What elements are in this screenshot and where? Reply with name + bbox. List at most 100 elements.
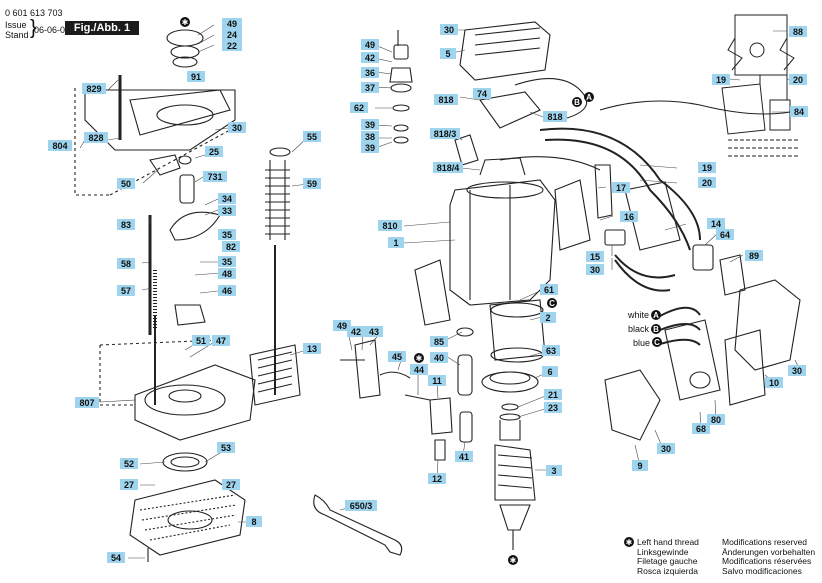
svg-text:30: 30 <box>444 25 454 35</box>
callout-38: 38 <box>361 131 379 142</box>
callout-68: 68 <box>692 423 710 434</box>
left-thread-star-icon: ✱ <box>508 555 518 565</box>
callout-91: 91 <box>187 71 205 82</box>
svg-text:59: 59 <box>307 179 317 189</box>
svg-text:35: 35 <box>222 257 232 267</box>
svg-text:34: 34 <box>222 194 232 204</box>
svg-text:16: 16 <box>624 212 634 222</box>
svg-text:83: 83 <box>121 220 131 230</box>
issue-brace: } <box>30 17 37 39</box>
callout-6: 6 <box>542 366 558 377</box>
svg-text:58: 58 <box>121 259 131 269</box>
callout-88: 88 <box>789 26 807 37</box>
callout-30b: 30 <box>440 24 458 35</box>
svg-text:19: 19 <box>702 163 712 173</box>
callout-804: 804 <box>48 140 72 151</box>
callout-1: 1 <box>388 237 404 248</box>
legend-line-fr: Filetage gauche <box>637 556 698 566</box>
svg-text:22: 22 <box>227 41 237 51</box>
callout-15: 15 <box>586 251 604 262</box>
left-thread-legend: Left hand thread Linksgewinde Filetage g… <box>637 537 699 576</box>
callout-30c: 30 <box>586 264 604 275</box>
left-thread-star-icon: ✱ <box>180 17 190 27</box>
svg-text:30: 30 <box>661 444 671 454</box>
figure-label: Fig./Abb. 1 <box>65 21 139 35</box>
marker-b-switch: B <box>651 324 661 334</box>
callout-20b: 20 <box>789 74 807 85</box>
callout-37: 37 <box>361 82 379 93</box>
callout-57: 57 <box>117 285 135 296</box>
svg-text:39: 39 <box>365 143 375 153</box>
callout-2: 2 <box>540 312 556 323</box>
svg-text:27: 27 <box>226 480 236 490</box>
callout-47: 47 <box>212 335 230 346</box>
svg-text:57: 57 <box>121 286 131 296</box>
svg-text:53: 53 <box>221 443 231 453</box>
svg-text:24: 24 <box>227 30 237 40</box>
svg-text:46: 46 <box>222 286 232 296</box>
callout-64a: 64 <box>716 229 734 240</box>
svg-text:39: 39 <box>365 120 375 130</box>
callout-8: 8 <box>246 516 262 527</box>
callout-58: 58 <box>117 258 135 269</box>
callout-35a: 35 <box>218 229 236 240</box>
svg-text:80: 80 <box>711 415 721 425</box>
mod-line-en: Modifications reserved <box>722 537 808 547</box>
svg-text:731: 731 <box>207 172 222 182</box>
callout-807: 807 <box>75 397 99 408</box>
svg-text:829: 829 <box>86 84 101 94</box>
svg-text:89: 89 <box>749 251 759 261</box>
wiring-schematic <box>721 14 800 157</box>
callout-49: 49 <box>222 18 242 29</box>
issue-label: Issue <box>5 20 27 30</box>
callout-16: 16 <box>620 211 638 222</box>
svg-text:64: 64 <box>720 230 730 240</box>
doc-number: 0 601 613 703 <box>5 8 63 18</box>
marker-a-top: A <box>584 92 594 102</box>
callout-731: 731 <box>203 171 227 182</box>
left-thread-star-icon: ✱ <box>624 537 634 547</box>
callout-25: 25 <box>205 146 223 157</box>
svg-text:37: 37 <box>365 83 375 93</box>
callout-818-3: 818/3 <box>430 128 460 139</box>
svg-text:818/3: 818/3 <box>434 129 457 139</box>
svg-text:818: 818 <box>438 95 453 105</box>
callout-45: 45 <box>388 351 406 362</box>
svg-text:27: 27 <box>124 480 134 490</box>
callout-36: 36 <box>361 67 379 78</box>
svg-text:42: 42 <box>365 53 375 63</box>
svg-text:42: 42 <box>351 327 361 337</box>
svg-text:818/4: 818/4 <box>437 163 460 173</box>
callout-39a: 39 <box>361 119 379 130</box>
svg-text:9: 9 <box>637 461 642 471</box>
svg-text:19: 19 <box>716 75 726 85</box>
svg-text:35: 35 <box>222 230 232 240</box>
stand-label: Stand <box>5 30 29 40</box>
svg-text:6: 6 <box>547 367 552 377</box>
svg-text:51: 51 <box>196 336 206 346</box>
callout-828: 828 <box>84 132 108 143</box>
svg-text:12: 12 <box>432 474 442 484</box>
svg-text:✱: ✱ <box>182 18 189 27</box>
svg-text:54: 54 <box>111 553 121 563</box>
callout-829: 829 <box>82 83 106 94</box>
svg-text:52: 52 <box>124 459 134 469</box>
callout-818b: 818 <box>543 111 567 122</box>
svg-text:49: 49 <box>337 321 347 331</box>
callout-22: 22 <box>222 40 242 51</box>
svg-text:21: 21 <box>548 390 558 400</box>
legend-line-es: Rosca izquierda <box>637 565 698 576</box>
svg-text:25: 25 <box>209 147 219 157</box>
callout-11: 11 <box>428 375 446 386</box>
callout-12: 12 <box>428 473 446 484</box>
svg-text:48: 48 <box>222 269 232 279</box>
svg-text:50: 50 <box>121 179 131 189</box>
svg-text:47: 47 <box>216 336 226 346</box>
callout-19b: 19 <box>712 74 730 85</box>
svg-text:45: 45 <box>392 352 402 362</box>
svg-text:49: 49 <box>365 40 375 50</box>
callout-27b: 27 <box>222 479 240 490</box>
motor-drawing <box>340 21 591 550</box>
svg-text:A: A <box>586 93 592 102</box>
callout-818-4: 818/4 <box>433 162 463 173</box>
